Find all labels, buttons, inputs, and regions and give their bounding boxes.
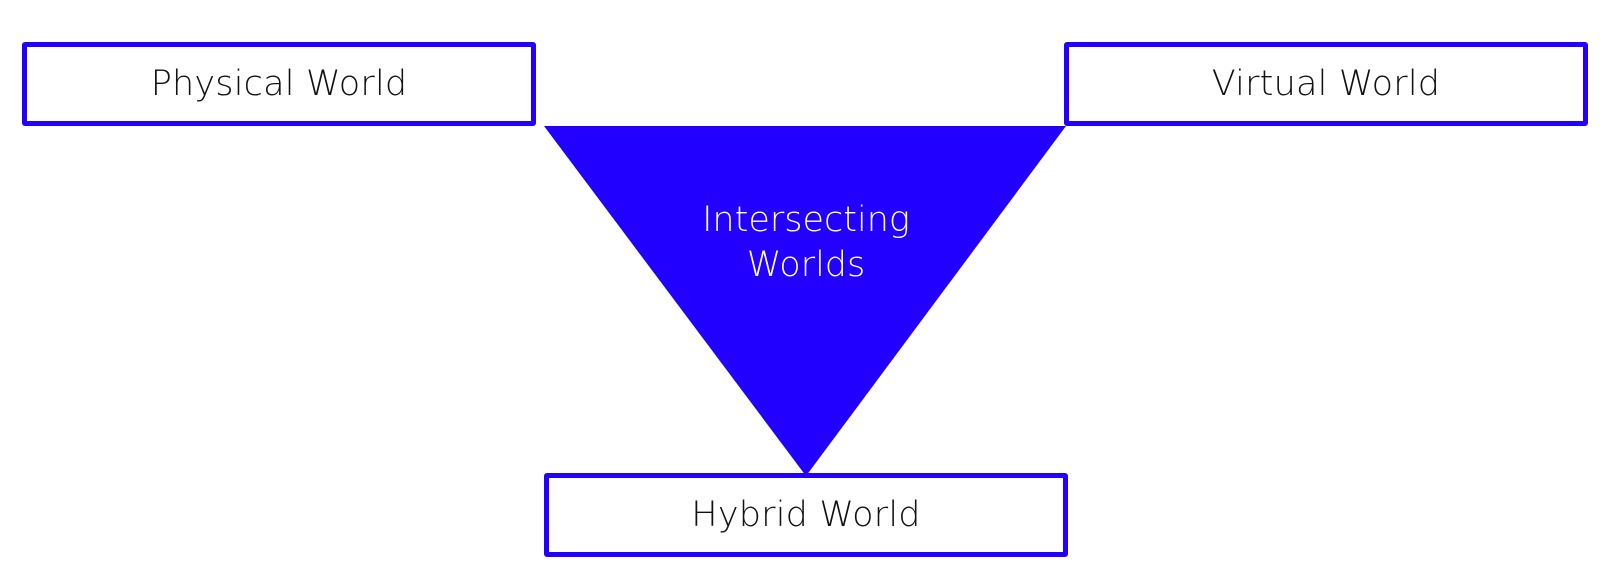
hybrid-world-box: Hybrid World (544, 473, 1068, 557)
hybrid-world-label: Hybrid World (691, 495, 921, 535)
intersecting-worlds-line2: Worlds (746, 245, 866, 285)
physical-world-box: Physical World (22, 42, 536, 126)
intersecting-worlds-line1: Intersecting (702, 200, 910, 240)
virtual-world-label: Virtual World (1211, 64, 1441, 104)
intersecting-worlds-label: Intersecting Worlds (700, 198, 912, 288)
virtual-world-box: Virtual World (1064, 42, 1588, 126)
intersection-triangle-shape (544, 126, 1066, 476)
physical-world-label: Physical World (150, 64, 408, 104)
